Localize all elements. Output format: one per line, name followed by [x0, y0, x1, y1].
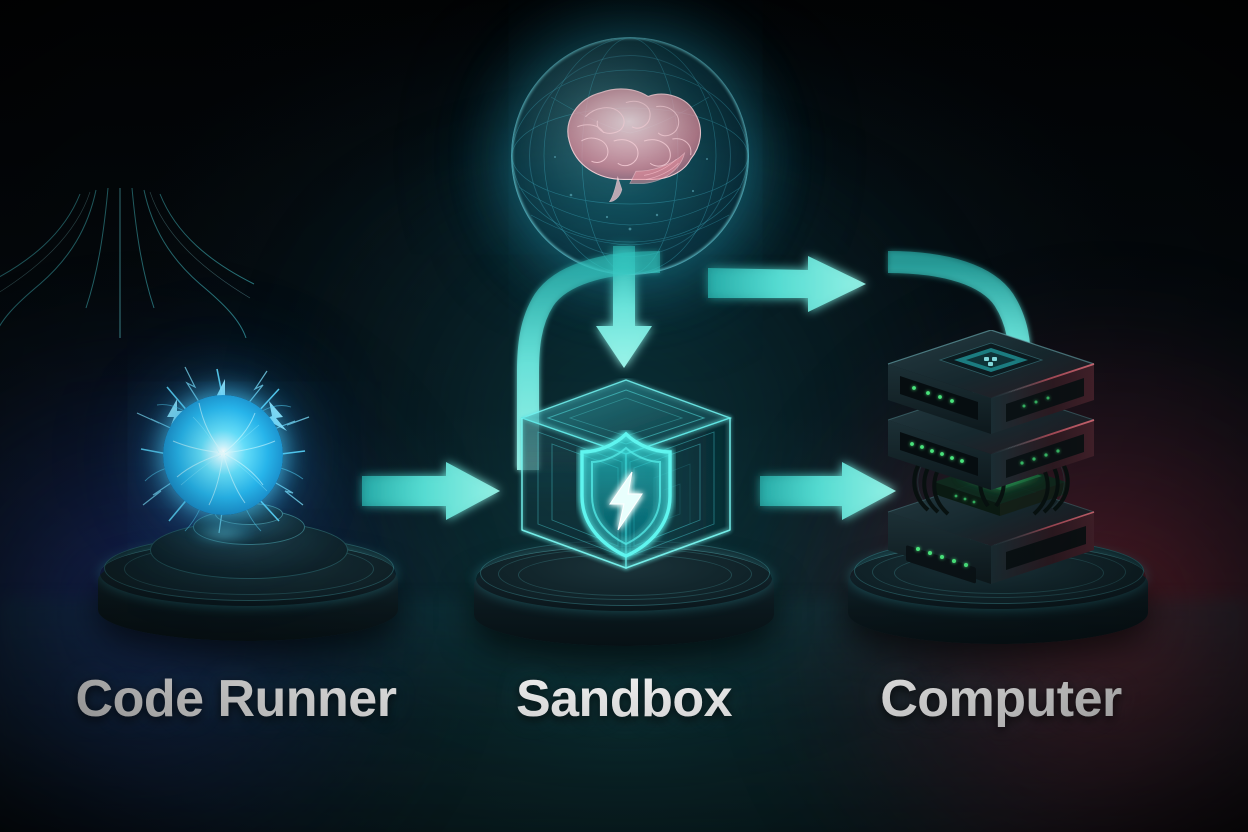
orb-reflection [191, 523, 255, 545]
label-sandbox: Sandbox [515, 670, 733, 728]
security-shield-badge [576, 430, 676, 560]
label-computer: Computer [880, 670, 1122, 728]
plasma-orb-filaments [172, 402, 276, 506]
code-runner-node[interactable] [136, 366, 310, 545]
pedestal-code-runner [98, 503, 398, 651]
computer-node[interactable] [866, 330, 1116, 592]
brain-node[interactable] [451, 0, 809, 335]
label-code-runner: Code Runner [75, 670, 397, 728]
sandbox-node[interactable] [504, 378, 746, 578]
brain-icon [551, 75, 713, 213]
server-stack-icon [887, 330, 1095, 584]
